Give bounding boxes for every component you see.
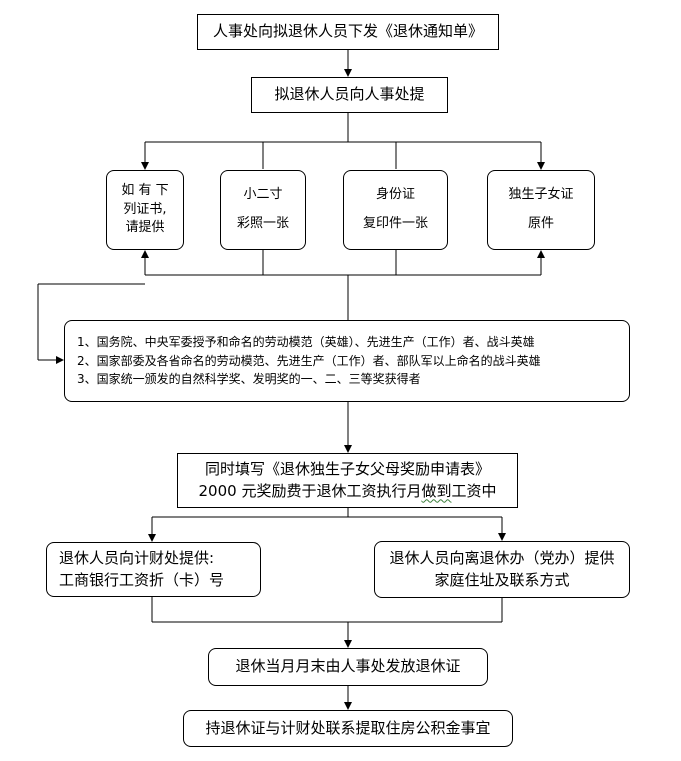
award-item-1: 1、国务院、中央军委授予和命名的劳动模范（英雄）、先进生产（工作）者、战斗英雄 [77,335,535,350]
apply-line-2-a: 2000 元奖励费于退休工资执行月 [198,481,422,500]
id-line-2: 复印件一张 [362,216,428,231]
awards-list: 1、国务院、中央军委授予和命名的劳动模范（英雄）、先进生产（工作）者、战斗英雄 … [64,320,630,402]
step-id-card: 身份证 复印件一张 [343,170,448,250]
step-submit-text: 拟退休人员向人事处提 [274,85,425,104]
apply-line-1: 同时填写《退休独生子女父母奖励申请表》 [204,459,490,478]
apply-line-2-b: 做到 [421,481,452,500]
apply-line-2: 2000 元奖励费于退休工资执行月做到工资中 [199,481,497,503]
office-line-2: 家庭住址及联系方式 [434,570,570,589]
cert-line-1: 如 有 下 [121,182,169,198]
step-only-child-cert: 独生子女证 原件 [487,170,595,250]
step-certificates: 如 有 下 列证书, 请提供 [106,170,184,250]
step-finance-info: 退休人员向计财处提供: 工商银行工资折（卡）号 [46,542,261,597]
child-line-2: 原件 [527,216,554,231]
step-notice: 人事处向拟退休人员下发《退休通知单》 [197,14,499,50]
step-photo: 小二寸 彩照一张 [220,170,306,250]
photo-line-1: 小二寸 [243,187,283,203]
step-issue-certificate: 退休当月月末由人事处发放退休证 [208,648,488,686]
step-apply-form: 同时填写《退休独生子女父母奖励申请表》 2000 元奖励费于退休工资执行月做到工… [177,453,518,508]
step-submit: 拟退休人员向人事处提 [251,77,448,113]
photo-line-2: 彩照一张 [236,216,289,231]
office-line-1: 退休人员向离退休办（党办）提供 [389,548,615,567]
finance-line-1: 退休人员向计财处提供: [59,548,215,567]
id-line-1: 身份证 [375,187,415,203]
cert-line-3: 请提供 [125,220,165,236]
award-item-3: 3、国家统一颁发的自然科学奖、发明奖的一、二、三等奖获得者 [77,372,421,387]
fund-text: 持退休证与计财处联系提取住房公积金事宜 [205,718,491,737]
certificate-text: 退休当月月末由人事处发放退休证 [235,657,461,676]
cert-line-2: 列证书, [123,201,167,217]
apply-line-2-c: 工资中 [451,481,497,500]
step-office-info: 退休人员向离退休办（党办）提供 家庭住址及联系方式 [374,541,630,598]
finance-line-2: 工商银行工资折（卡）号 [59,570,225,589]
child-line-1: 独生子女证 [508,187,574,203]
step-housing-fund: 持退休证与计财处联系提取住房公积金事宜 [183,710,513,747]
award-item-2: 2、国家部委及各省命名的劳动模范、先进生产（工作）者、部队军以上命名的战斗英雄 [77,353,541,368]
step-notice-text: 人事处向拟退休人员下发《退休通知单》 [212,22,483,41]
